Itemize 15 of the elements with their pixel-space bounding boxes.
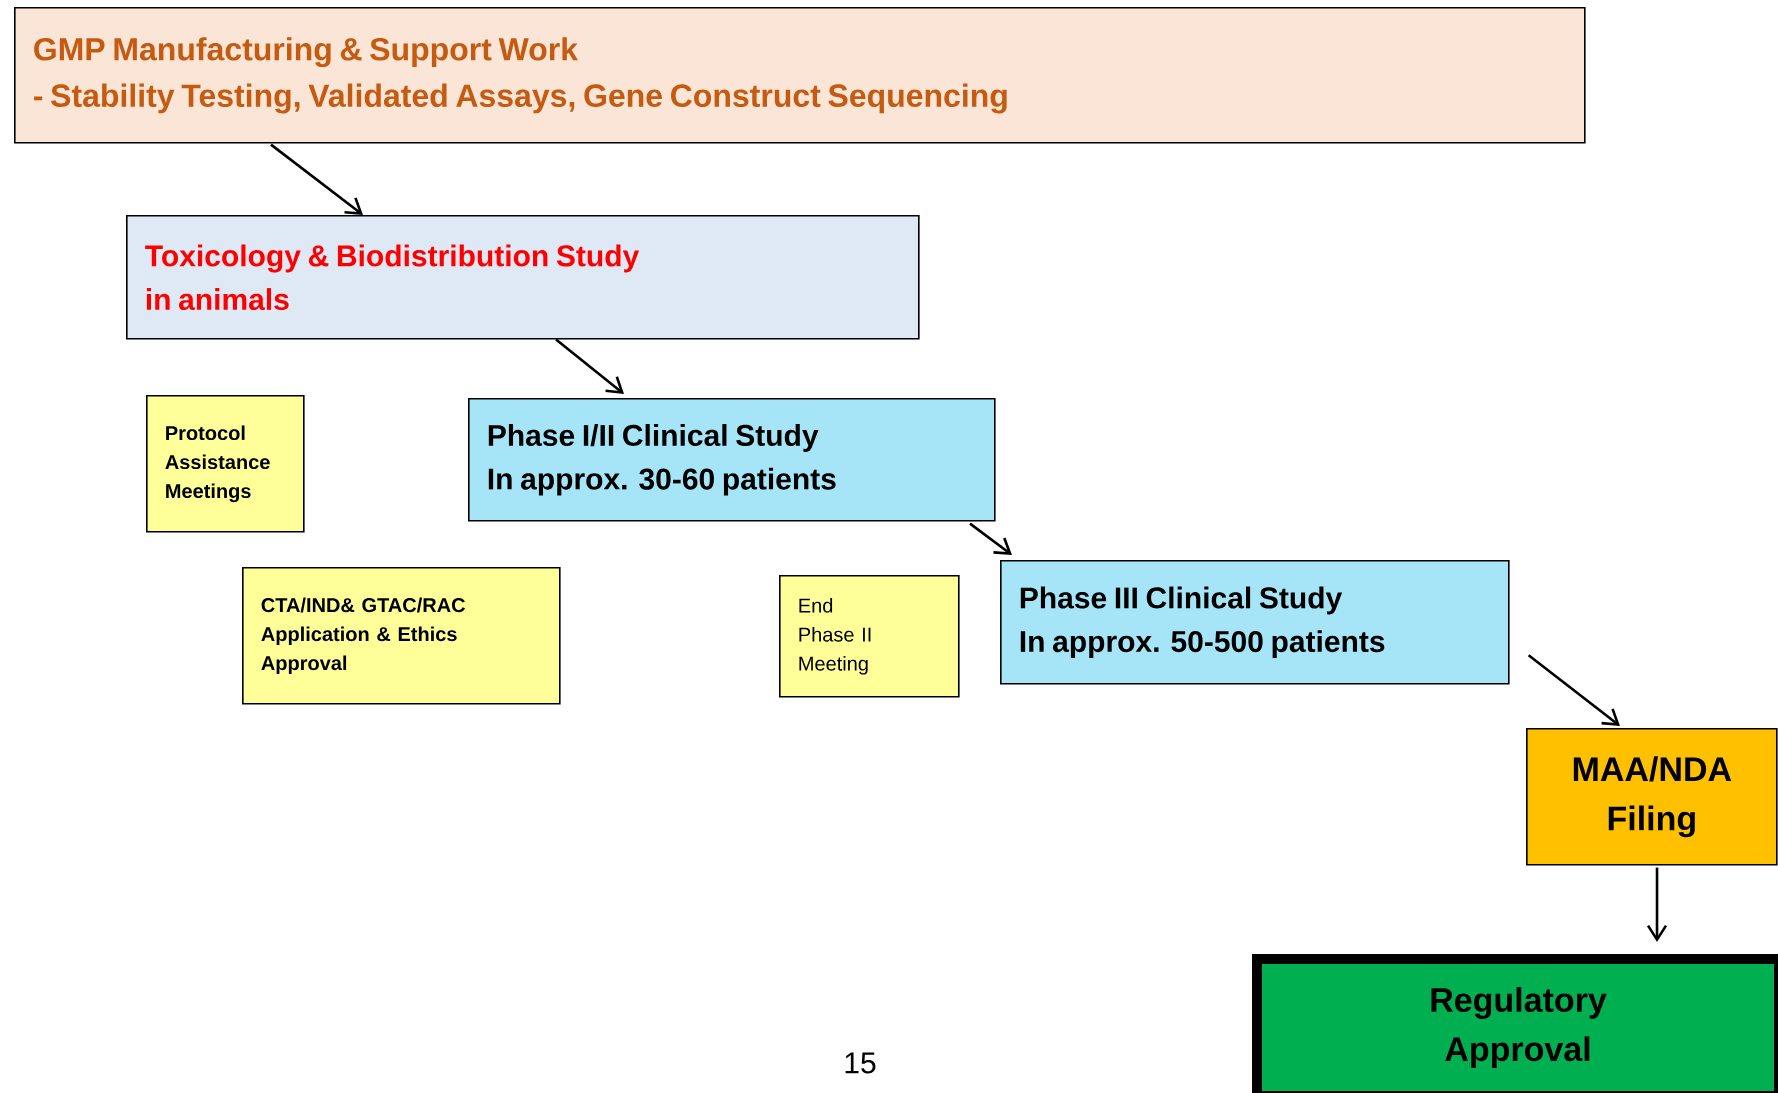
arrow [1646,867,1668,942]
approval-box: Regulatory Approval [1252,954,1778,1093]
arrow [969,522,1012,555]
process-box: Toxicology & Biodistribution Study in animals [126,215,920,340]
process-box: Phase III Clinical Study In approx. 50-500 patients [1000,560,1510,685]
note-box: End Phase II Meeting [779,575,960,698]
arrow [555,338,624,394]
process-box: Phase I/II Clinical Study In approx. 30-60 patients [468,398,996,522]
filing-box: MAA/NDA Filing [1526,728,1778,866]
note-box: Protocol Assistance Meetings [146,395,305,533]
note-box: CTA/IND& GTAC/RAC Application & Ethics Approval [242,567,561,705]
page-number: 15 [845,1052,876,1074]
arrow [270,143,363,215]
process-box: GMP Manufacturing & Support Work - Stability Testing, Validated Assays, Gene Construct Sequencing [14,7,1586,144]
arrow [1527,654,1620,726]
